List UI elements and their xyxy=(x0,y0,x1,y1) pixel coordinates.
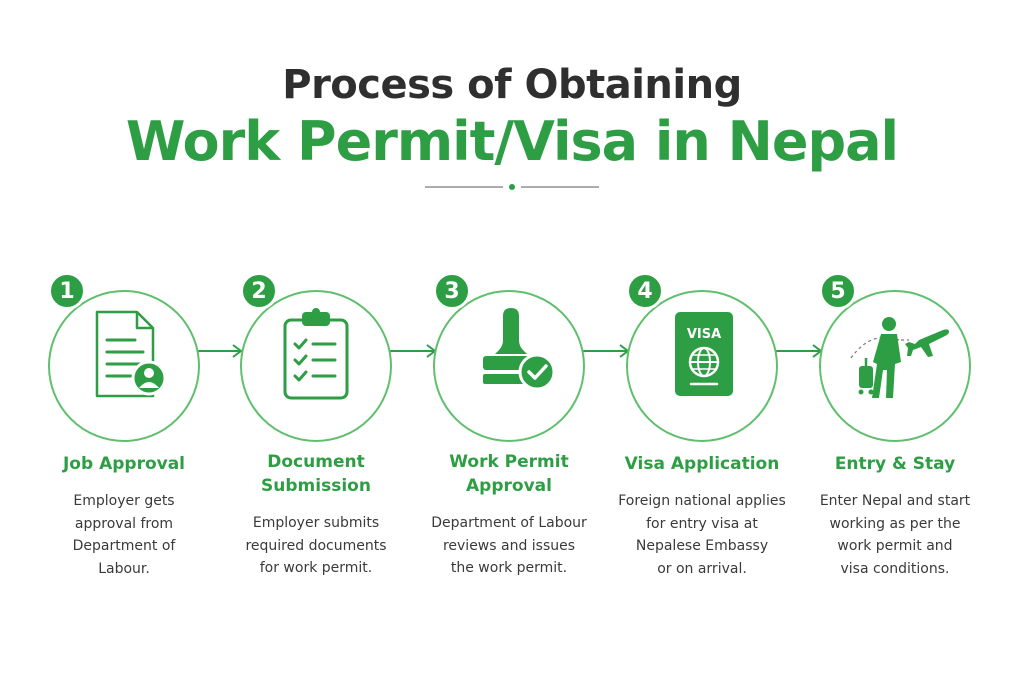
clipboard-checklist-icon xyxy=(283,308,349,400)
step-description-line: Employer submits xyxy=(252,515,380,531)
step-title-line: Submission xyxy=(261,476,371,496)
step-description-line: work permit and xyxy=(837,538,953,554)
step-title: Job Approval xyxy=(62,454,186,474)
title-divider xyxy=(425,184,599,190)
document-user-icon xyxy=(95,310,167,398)
step-description-line: Employer gets xyxy=(73,493,175,509)
step-number-badge: 3 xyxy=(433,272,471,310)
step-title: Visa Application xyxy=(624,454,780,474)
stamp-check-icon xyxy=(483,308,556,391)
step-description-line: Department of xyxy=(72,538,176,554)
step-5: 5 Entry & Stay Enter Nepal and start wor… xyxy=(795,0,995,683)
step-1: 1 Job Approval Employer gets approval fr… xyxy=(24,0,224,683)
step-description-line: visa conditions. xyxy=(840,560,950,577)
step-title: Entry & Stay xyxy=(834,454,956,474)
page-title-line-1: Process of Obtaining xyxy=(282,62,742,108)
step-number-badge: 2 xyxy=(240,272,278,310)
step-description-line: required documents xyxy=(245,537,387,554)
step-description-line: Department of Labour xyxy=(431,515,587,531)
step-description: Employer submits required documents for … xyxy=(216,512,416,580)
page-title-line-2: Work Permit/Visa in Nepal xyxy=(125,110,899,173)
step-number-badge: 4 xyxy=(626,272,664,310)
step-description-line: the work permit. xyxy=(450,560,568,576)
visa-label: VISA xyxy=(687,327,721,342)
step-description-line: Enter Nepal and start xyxy=(819,493,971,509)
step-description: Enter Nepal and start working as per the… xyxy=(795,490,995,580)
step-number-badge: 1 xyxy=(48,272,86,310)
step-description-line: approval from xyxy=(74,515,174,532)
step-description-line: or on arrival. xyxy=(657,560,747,577)
step-description-line: Labour. xyxy=(98,560,150,577)
step-description-line: Foreign national applies xyxy=(618,493,786,509)
step-number-badge: 5 xyxy=(819,272,857,310)
step-description: Foreign national applies for entry visa … xyxy=(602,490,802,580)
traveler-airplane-icon xyxy=(850,317,949,398)
step-description: Employer gets approval from Department o… xyxy=(24,490,224,580)
step-3: 3 Work Permit Approval Department of Lab… xyxy=(409,0,609,683)
step-circle xyxy=(819,290,971,442)
step-title-line: Document xyxy=(267,452,365,472)
visa-passport-icon: VISA xyxy=(675,312,733,396)
step-description-line: reviews and issues xyxy=(442,537,576,554)
step-description: Department of Labour reviews and issues … xyxy=(409,512,609,580)
step-title: Document Submission xyxy=(216,450,416,498)
step-title-line: Approval xyxy=(466,476,552,496)
step-4: 4 VISA Visa Application Foreign national… xyxy=(602,0,802,683)
step-2: 2 Document Submission Employer submits r… xyxy=(216,0,416,683)
step-title-line: Work Permit xyxy=(449,452,569,472)
step-title: Work Permit Approval xyxy=(409,450,609,498)
step-description-line: Nepalese Embassy xyxy=(635,538,769,554)
step-description-line: working as per the xyxy=(829,515,961,532)
step-description-line: for work permit. xyxy=(259,560,373,576)
step-description-line: for entry visa at xyxy=(646,515,758,532)
